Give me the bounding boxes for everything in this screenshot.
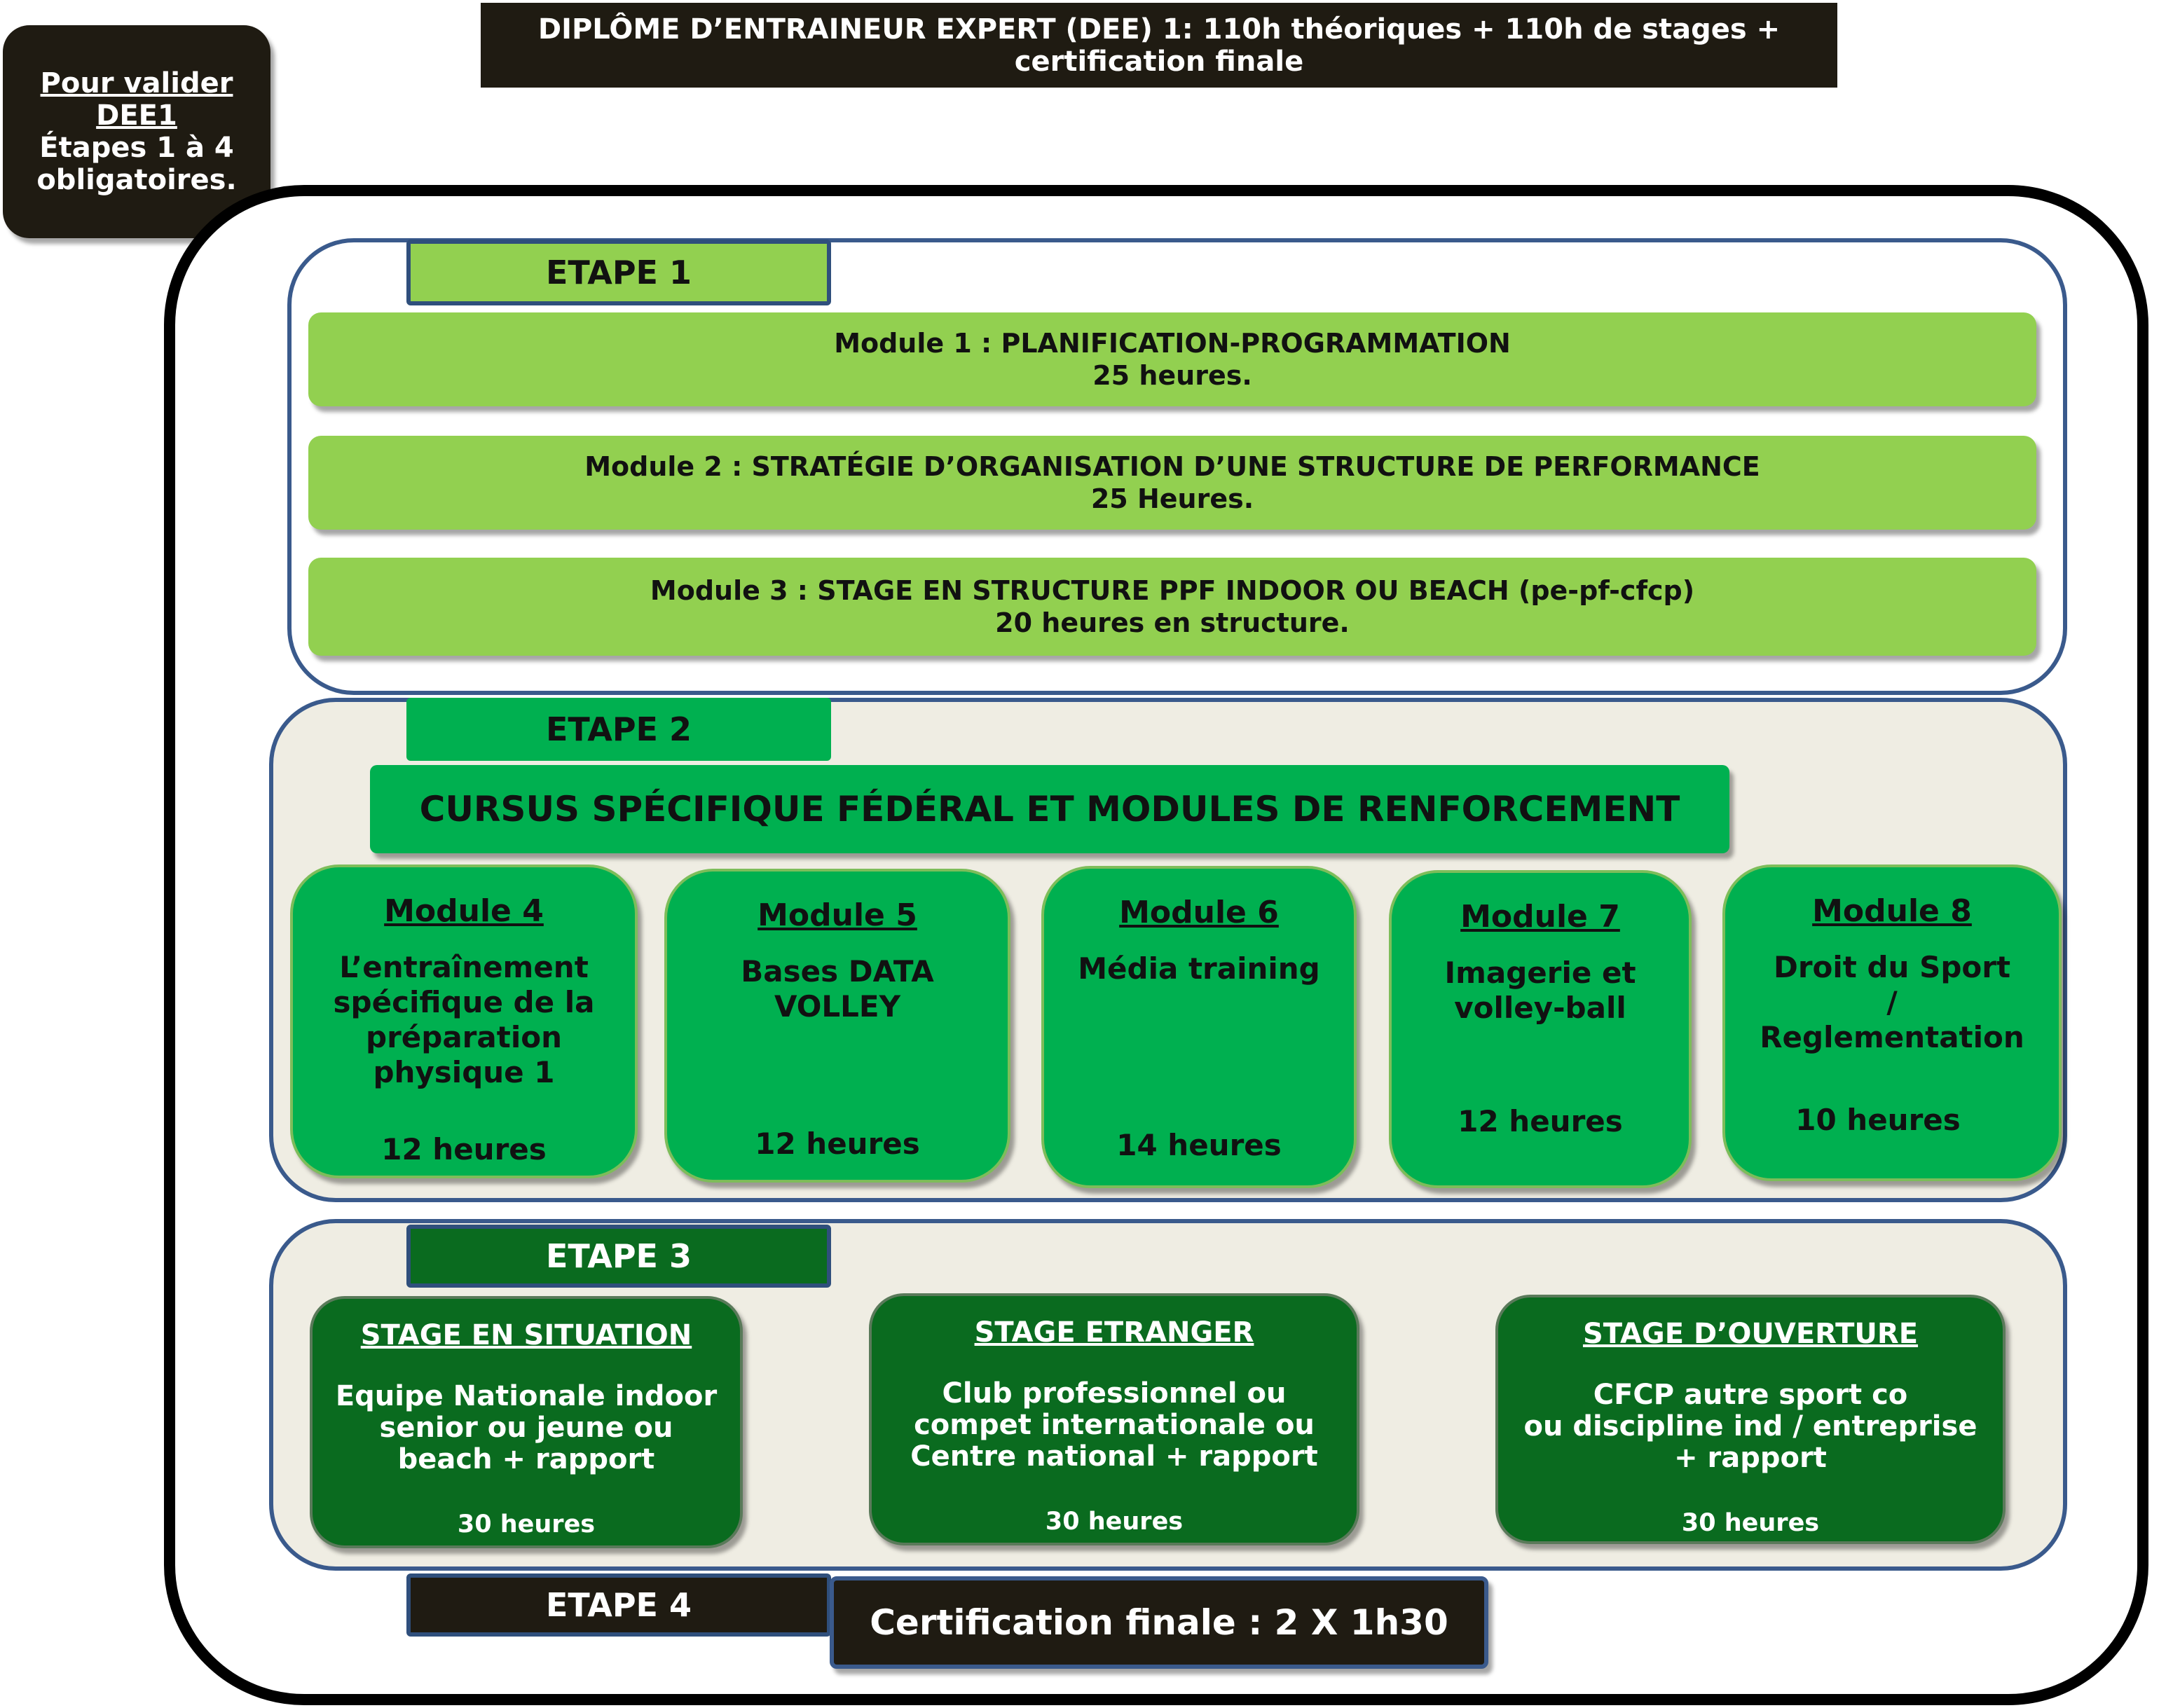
module4-card: Module 4 L’entraînement spécifique de la… [290, 865, 638, 1178]
module6-title: Module 6 [1119, 895, 1279, 930]
module2-title: Module 2 : STRATÉGIE D’ORGANISATION D’UN… [584, 451, 1760, 482]
diploma-title-line-1: DIPLÔME D’ENTRAINEUR EXPERT (DEE) 1: 110… [537, 13, 1781, 46]
stage-situation-body-line: beach + rapport [397, 1443, 655, 1475]
module8-body: Droit du Sport / Reglementation [1760, 950, 2024, 1055]
stage-situation-body-line: senior ou jeune ou [379, 1412, 673, 1444]
module6-body: Média training [1078, 951, 1320, 986]
module1-hours: 25 heures. [1092, 360, 1252, 391]
stage-etranger-hours: 30 heures [1045, 1508, 1184, 1536]
stage-situation-hours: 30 heures [457, 1510, 596, 1538]
validation-note-line-2: DEE1 [96, 99, 177, 132]
stage-situation-card: STAGE EN SITUATION Equipe Nationale indo… [310, 1296, 743, 1548]
module4-body-line: spécifique de la [333, 985, 595, 1019]
stage-ouverture-body-line: CFCP autre sport co [1593, 1379, 1908, 1411]
module5-title: Module 5 [757, 897, 917, 933]
module1-title: Module 1 : PLANIFICATION-PROGRAMMATION [834, 328, 1511, 359]
stage-ouverture-body-line: ou discipline ind / entreprise [1523, 1410, 1977, 1442]
module6-body-line: Média training [1078, 951, 1320, 986]
module7-body-line: Imagerie et [1444, 956, 1636, 990]
module2-bar: Module 2 : STRATÉGIE D’ORGANISATION D’UN… [308, 436, 2036, 530]
module6-hours: 14 heures [1116, 1128, 1282, 1162]
module3-title: Module 3 : STAGE EN STRUCTURE PPF INDOOR… [650, 575, 1695, 606]
etape2-label: ETAPE 2 [406, 698, 831, 761]
stage-ouverture-title: STAGE D’OUVERTURE [1582, 1318, 1919, 1350]
diploma-title: DIPLÔME D’ENTRAINEUR EXPERT (DEE) 1: 110… [481, 3, 1837, 88]
stage-etranger-body-line: compet internationale ou [914, 1409, 1315, 1441]
stage-ouverture-body-line: + rapport [1674, 1442, 1827, 1474]
validation-note-line-4: obligatoires. [36, 164, 237, 196]
certification-box: Certification finale : 2 X 1h30 [830, 1576, 1488, 1669]
stage-etranger-body-line: Club professionnel ou [942, 1377, 1287, 1410]
module8-hours: 10 heures [1795, 1103, 1961, 1137]
module5-hours: 12 heures [755, 1127, 920, 1161]
stage-ouverture-hours: 30 heures [1681, 1509, 1820, 1537]
diploma-title-line-2: certification finale [1014, 45, 1304, 78]
stage-etranger-card: STAGE ETRANGER Club professionnel ou com… [869, 1293, 1359, 1545]
module8-body-line: Reglementation [1760, 1020, 2024, 1054]
module7-title: Module 7 [1460, 899, 1620, 935]
stage-situation-body: Equipe Nationale indoor senior ou jeune … [336, 1381, 717, 1475]
module5-body-line: Bases DATA [741, 954, 934, 989]
module4-body: L’entraînement spécifique de la préparat… [334, 950, 595, 1090]
etape1-label: ETAPE 1 [406, 240, 831, 305]
stage-ouverture-card: STAGE D’OUVERTURE CFCP autre sport co ou… [1495, 1295, 2006, 1544]
module4-title: Module 4 [384, 893, 544, 929]
module7-card: Module 7 Imagerie et volley-ball 12 heur… [1389, 870, 1692, 1188]
module4-body-line: physique 1 [373, 1055, 555, 1089]
module4-hours: 12 heures [381, 1132, 547, 1166]
stage-etranger-title: STAGE ETRANGER [974, 1316, 1254, 1349]
module1-bar: Module 1 : PLANIFICATION-PROGRAMMATION 2… [308, 312, 2036, 406]
module3-bar: Module 3 : STAGE EN STRUCTURE PPF INDOOR… [308, 558, 2036, 656]
validation-note-line-3: Étapes 1 à 4 [39, 132, 234, 164]
module7-body: Imagerie et volley-ball [1444, 956, 1636, 1026]
stage-etranger-body-line: Centre national + rapport [910, 1440, 1318, 1473]
cursus-title: CURSUS SPÉCIFIQUE FÉDÉRAL ET MODULES DE … [370, 765, 1729, 853]
module5-body: Bases DATA VOLLEY [741, 954, 933, 1024]
etape3-label: ETAPE 3 [406, 1225, 831, 1288]
stage-situation-title: STAGE EN SITUATION [360, 1319, 692, 1351]
module5-card: Module 5 Bases DATA VOLLEY 12 heures [664, 869, 1010, 1183]
stage-ouverture-body: CFCP autre sport co ou discipline ind / … [1524, 1379, 1977, 1474]
module4-body-line: préparation [366, 1020, 562, 1054]
module3-hours: 20 heures en structure. [995, 607, 1350, 638]
validation-note: Pour valider DEE1 Étapes 1 à 4 obligatoi… [3, 25, 270, 238]
module8-title: Module 8 [1812, 893, 1972, 929]
module4-body-line: L’entraînement [339, 950, 589, 984]
module8-body-line: / [1886, 985, 1898, 1019]
module5-body-line: VOLLEY [774, 989, 901, 1024]
module6-card: Module 6 Média training 14 heures [1041, 866, 1357, 1188]
module8-body-line: Droit du Sport [1773, 950, 2011, 984]
validation-note-line-1: Pour valider [40, 67, 233, 99]
module7-body-line: volley-ball [1454, 991, 1626, 1025]
etape4-label: ETAPE 4 [406, 1573, 831, 1637]
module2-hours: 25 Heures. [1090, 483, 1254, 514]
stage-etranger-body: Club professionnel ou compet internation… [910, 1378, 1318, 1473]
module7-hours: 12 heures [1458, 1104, 1623, 1138]
module8-card: Module 8 Droit du Sport / Reglementation… [1722, 865, 2062, 1181]
stage-situation-body-line: Equipe Nationale indoor [335, 1380, 718, 1412]
